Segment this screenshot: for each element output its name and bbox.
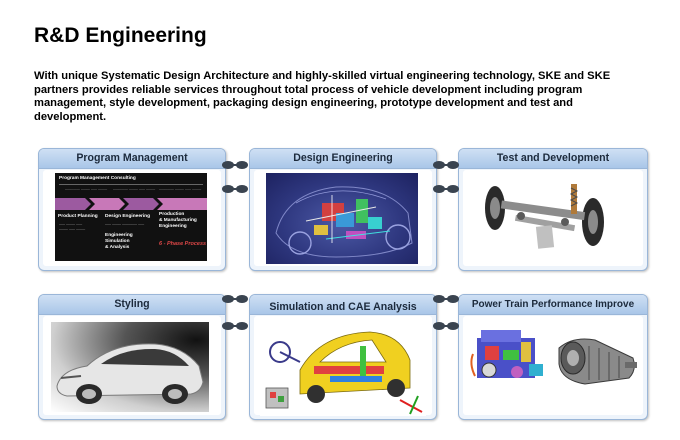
card-body: [463, 170, 643, 266]
card-title: Styling: [39, 295, 225, 315]
program-management-diagram: Program Management Consulting ───── ─── …: [55, 173, 207, 261]
page-title: R&D Engineering: [34, 24, 207, 47]
connector-link: [433, 185, 459, 193]
design-engineering-render: [266, 173, 418, 264]
connector-link: [433, 322, 459, 330]
pm-col-design-engineering: Design Engineering: [105, 214, 151, 219]
pm-col-manufacturing: & Manufacturing: [159, 218, 197, 223]
transmission-photo: [555, 328, 639, 390]
engine-render: [467, 324, 549, 392]
pm-detail-text: ─── ── ───: [59, 227, 86, 232]
cae-vehicle-model: [260, 322, 426, 416]
card-body: [254, 170, 432, 266]
card-title: Design Engineering: [250, 149, 436, 169]
pm-row-text: ───── ─── ── ───: [159, 187, 202, 192]
card-body: [463, 316, 643, 415]
pm-col-engineering: Engineering: [159, 224, 187, 229]
card-title: Test and Development: [459, 149, 647, 169]
pm-arrow-band: [55, 198, 207, 210]
pm-phase-label: 6 - Phase Process: [159, 241, 207, 247]
card-title: Simulation and CAE Analysis: [250, 295, 436, 315]
pm-col-engineering-sim: Engineering: [105, 233, 133, 238]
pm-row-text: ───── ─── ── ───: [65, 187, 108, 192]
card-power-train[interactable]: Power Train Performance Improve: [458, 294, 648, 420]
styling-car-render: [51, 322, 209, 412]
pm-detail-text: ── ─── ───── ──: [105, 222, 145, 227]
card-body: [254, 316, 432, 416]
card-styling[interactable]: Styling: [38, 294, 226, 420]
card-title: Program Management: [39, 149, 225, 169]
card-simulation-cae[interactable]: Simulation and CAE Analysis: [249, 294, 437, 420]
pm-col-production: Production: [159, 212, 185, 217]
pm-header-label: Program Management Consulting: [59, 176, 136, 181]
connector-link: [222, 161, 248, 169]
connector-link: [222, 322, 248, 330]
card-program-management[interactable]: Program Management Program Management Co…: [38, 148, 226, 271]
connector-link: [433, 295, 459, 303]
card-body: Program Management Consulting ───── ─── …: [43, 170, 221, 266]
pm-col-analysis: & Analysis: [105, 245, 130, 250]
pm-divider: [59, 184, 203, 185]
card-title: Power Train Performance Improve: [459, 295, 647, 315]
suspension-photo: [481, 176, 609, 258]
connector-link: [433, 161, 459, 169]
pm-detail-text: ── ─── ──: [59, 222, 83, 227]
pm-col-simulation: Simulation: [105, 239, 130, 244]
card-body: [43, 316, 221, 415]
card-test-development[interactable]: Test and Development: [458, 148, 648, 271]
connector-link: [222, 295, 248, 303]
pm-col-product-planning: Product Planning: [58, 214, 98, 219]
intro-paragraph: With unique Systematic Design Architectu…: [34, 70, 611, 123]
card-design-engineering[interactable]: Design Engineering: [249, 148, 437, 271]
pm-row-text: ───── ─── ── ───: [113, 187, 156, 192]
connector-link: [222, 185, 248, 193]
